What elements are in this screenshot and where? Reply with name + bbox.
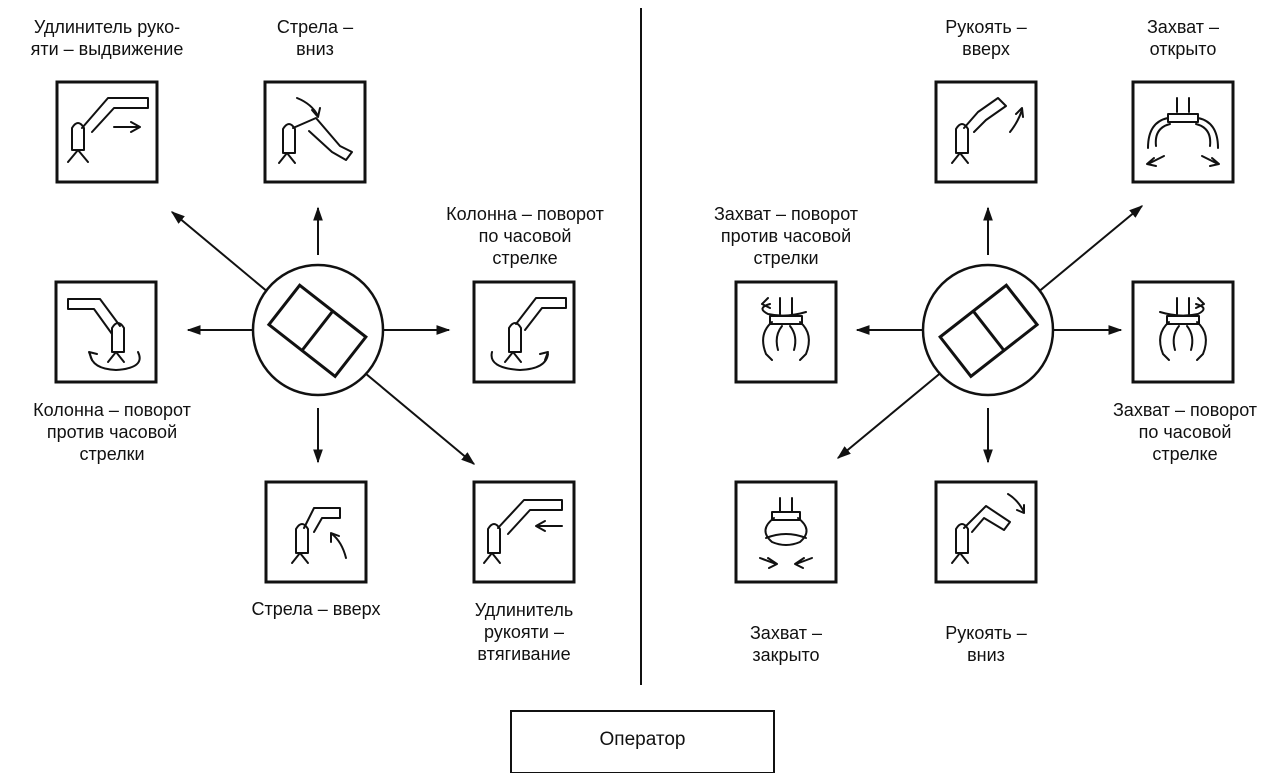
label-right-grip-ccw: Захват – поворот против часовой стрелки: [713, 204, 859, 268]
operator-box: [510, 710, 775, 773]
right-stick-up-icon: [934, 80, 1038, 184]
left-joystick[interactable]: [251, 263, 385, 397]
label-left-column-ccw: Колонна – поворот против часовой стрелки: [33, 400, 191, 464]
right-grip-cw-icon: [1131, 280, 1235, 384]
label-right-stick-down: Рукоять – вниз: [945, 623, 1027, 665]
left-column-cw-icon: [472, 280, 576, 384]
right-grip-closed-icon: [734, 480, 838, 584]
label-left-retract: Удлинитель рукояти – втягивание: [474, 600, 574, 664]
left-extend-icon: [55, 80, 159, 184]
left-column-ccw-icon: [54, 280, 158, 384]
label-left-boom-up: Стрела – вверх: [251, 599, 381, 619]
right-stick-down-icon: [934, 480, 1038, 584]
left-boom-up-icon: [264, 480, 368, 584]
label-right-grip-closed: Захват – закрыто: [749, 623, 823, 665]
right-grip-ccw-icon: [734, 280, 838, 384]
label-left-boom-down: Стрела – вниз: [276, 17, 354, 59]
left-retract-icon: [472, 480, 576, 584]
label-left-extend: Удлинитель руко- яти – выдвижение: [30, 17, 184, 59]
right-joystick[interactable]: [921, 263, 1055, 397]
left-boom-down-icon: [263, 80, 367, 184]
label-right-grip-open: Захват – открыто: [1146, 17, 1220, 59]
label-right-grip-cw: Захват – поворот по часовой стрелке: [1112, 400, 1258, 464]
label-right-stick-up: Рукоять – вверх: [945, 17, 1027, 59]
right-grip-open-icon: [1131, 80, 1235, 184]
operator-label: Оператор: [599, 729, 686, 750]
label-left-column-cw: Колонна – поворот по часовой стрелке: [446, 204, 604, 268]
